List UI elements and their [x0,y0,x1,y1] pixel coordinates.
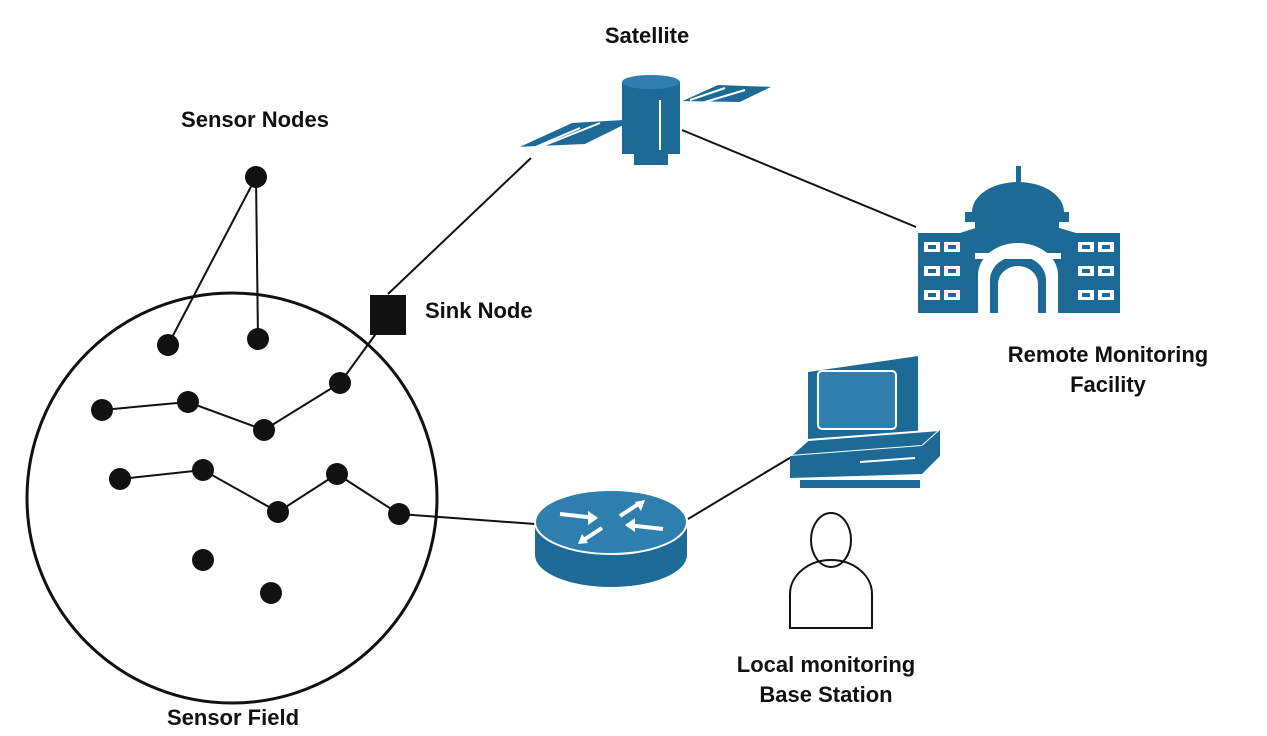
local-station-label-line2: Base Station [759,682,892,707]
route-lower [119,468,400,515]
link-satellite-facility [681,129,917,228]
sensor-node [177,391,199,413]
sensor-node [157,334,179,356]
sensor-node [247,328,269,350]
sensor-nodes [91,166,410,604]
link-router [398,513,536,525]
sink-node-label: Sink Node [425,298,533,323]
sensor-node [253,419,275,441]
sensor-node [192,459,214,481]
sensor-node [326,463,348,485]
sensor-node [267,501,289,523]
computer-icon [787,356,943,488]
satellite-icon [514,75,776,165]
sensor-node [192,549,214,571]
building-icon [918,166,1120,313]
link-sink-satellite [387,157,532,295]
local-station-label-line1: Local monitoring [737,652,915,677]
router-icon [534,489,688,587]
sink-node-icon [370,295,406,335]
sensor-node [260,582,282,604]
person-icon [789,512,873,629]
sensor-node [329,372,351,394]
link-top-node-a [167,176,257,346]
sensor-field-label: Sensor Field [167,705,299,730]
sensor-nodes-label: Sensor Nodes [181,107,329,132]
link-router-computer [687,455,794,520]
sensor-node [91,399,113,421]
sensor-node [109,468,131,490]
satellite-label: Satellite [605,23,689,48]
sensor-field-boundary [25,291,439,705]
link-top-node-b [255,176,259,340]
sensor-node [388,503,410,525]
sensor-node [245,166,267,188]
remote-facility-label-line2: Facility [1070,372,1147,397]
remote-facility-label-line1: Remote Monitoring [1008,342,1208,367]
